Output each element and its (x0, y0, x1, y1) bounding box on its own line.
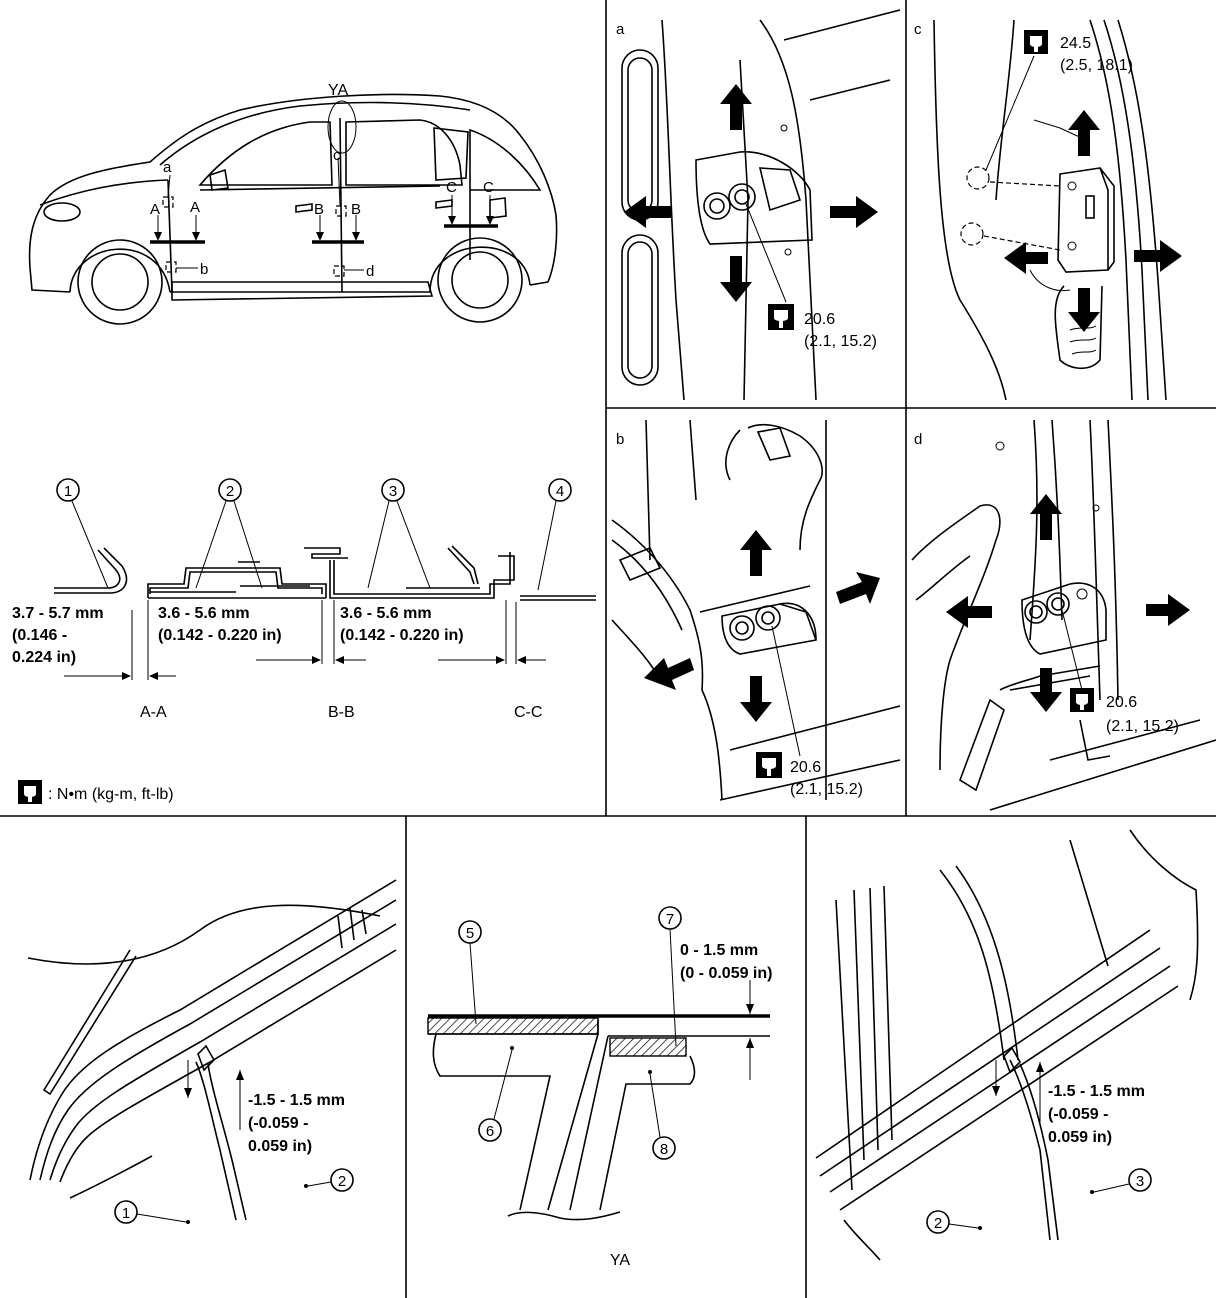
bottom-middle-callout-8: 8 (660, 1141, 668, 1158)
torque-a-value: 20.6 (804, 311, 835, 328)
section-callout-1: 1 (64, 483, 72, 500)
callout-3: 3 (367, 478, 431, 589)
bottom-right-callout-3: 3 (1136, 1173, 1144, 1190)
bottom-middle-section-ya: 0 - 1.5 mm (0 - 0.059 in) 5 6 7 8 YA (427, 906, 772, 1269)
torque-b-value: 20.6 (790, 759, 821, 776)
bottom-left-dimension-in-1: (-0.059 - (248, 1115, 308, 1132)
torque-wrench-icon (1024, 30, 1048, 54)
bottom-right-dimension-mm: -1.5 - 1.5 mm (1048, 1083, 1145, 1100)
torque-d-value: 20.6 (1106, 694, 1137, 711)
bottom-right-callout-2: 2 (934, 1215, 942, 1232)
bottom-right-dimension-in-2: 0.059 in) (1048, 1129, 1112, 1146)
bottom-left-dimension-mm: -1.5 - 1.5 mm (248, 1092, 345, 1109)
section-label-cc: C-C (514, 704, 542, 721)
torque-a-detail: (2.1, 15.2) (804, 333, 877, 350)
panel-b-hinge: b 20.6 (2.1, 15.2) (611, 419, 901, 801)
aa-dimension-mm: 3.7 - 5.7 mm (12, 605, 104, 622)
bottom-middle-callout-5: 5 (466, 925, 474, 942)
panel-label-c: c (914, 21, 922, 38)
section-callout-2: 2 (226, 483, 234, 500)
bottom-middle-callout-7: 7 (666, 911, 674, 928)
panel-label-a: a (616, 21, 625, 38)
bottom-left-callout-2: 2 (338, 1173, 346, 1190)
panel-c-hinge: c 24.5 (2.5, 18.1) (914, 19, 1182, 401)
torque-wrench-icon (756, 752, 782, 778)
sections-view: 1 2 3 4 (12, 478, 596, 721)
car-label-b2: B (351, 201, 361, 218)
bottom-middle-label-ya: YA (610, 1252, 630, 1269)
cc-dimension-in: (0.142 - 0.220 in) (340, 627, 464, 644)
aa-dimension-in-1: (0.146 - (12, 627, 67, 644)
cc-dimension-mm: 3.6 - 5.6 mm (340, 605, 432, 622)
torque-wrench-icon (1070, 688, 1094, 712)
car-label-c1: C (446, 179, 457, 196)
car-label-b: b (200, 261, 208, 278)
panel-d-hinge: d 20.6 (2.1, 15.2) (911, 419, 1216, 811)
bottom-left-clearance: -1.5 - 1.5 mm (-0.059 - 0.059 in) 1 2 (27, 879, 397, 1224)
section-callout-4: 4 (556, 483, 564, 500)
bottom-right-dimension-in-1: (-0.059 - (1048, 1106, 1108, 1123)
car-label-c: c (333, 147, 341, 164)
car-label-a2: A (190, 199, 200, 216)
car-side-view: YA a b c d A A B B C C (28, 82, 558, 325)
torque-wrench-icon (18, 780, 42, 804)
torque-c-value: 24.5 (1060, 35, 1091, 52)
car-label-c2: C (483, 179, 494, 196)
panel-a-hinge: a 20.6 (2.1, 15.2) (616, 9, 901, 401)
callout-4: 4 (537, 478, 572, 591)
section-label-bb: B-B (328, 704, 355, 721)
bottom-middle-dimension-mm: 0 - 1.5 mm (680, 942, 758, 959)
car-label-d: d (366, 263, 374, 280)
callout-2: 2 (195, 478, 263, 589)
torque-b-detail: (2.1, 15.2) (790, 781, 863, 798)
section-label-aa: A-A (140, 704, 167, 721)
torque-c-detail: (2.5, 18.1) (1060, 57, 1133, 74)
bottom-left-dimension-in-2: 0.059 in) (248, 1138, 312, 1155)
bb-dimension-in: (0.142 - 0.220 in) (158, 627, 282, 644)
car-label-a: a (163, 159, 172, 176)
bottom-left-callout-1: 1 (122, 1205, 130, 1222)
callout-1: 1 (56, 478, 109, 589)
bb-dimension-mm: 3.6 - 5.6 mm (158, 605, 250, 622)
car-view-label-ya: YA (328, 82, 348, 99)
bottom-middle-dimension-in: (0 - 0.059 in) (680, 965, 772, 982)
car-label-a1: A (150, 201, 160, 218)
car-label-b1: B (314, 201, 324, 218)
legend-units: : N•m (kg-m, ft-lb) (48, 786, 174, 803)
legend: : N•m (kg-m, ft-lb) (18, 780, 174, 804)
torque-d-detail: (2.1, 15.2) (1106, 718, 1179, 735)
panel-label-b: b (616, 431, 624, 448)
section-callout-3: 3 (389, 483, 397, 500)
bottom-right-clearance: -1.5 - 1.5 mm (-0.059 - 0.059 in) 2 3 (815, 829, 1199, 1261)
panel-label-d: d (914, 431, 922, 448)
aa-dimension-in-2: 0.224 in) (12, 649, 76, 666)
bottom-middle-callout-6: 6 (486, 1123, 494, 1140)
torque-wrench-icon (768, 304, 794, 330)
